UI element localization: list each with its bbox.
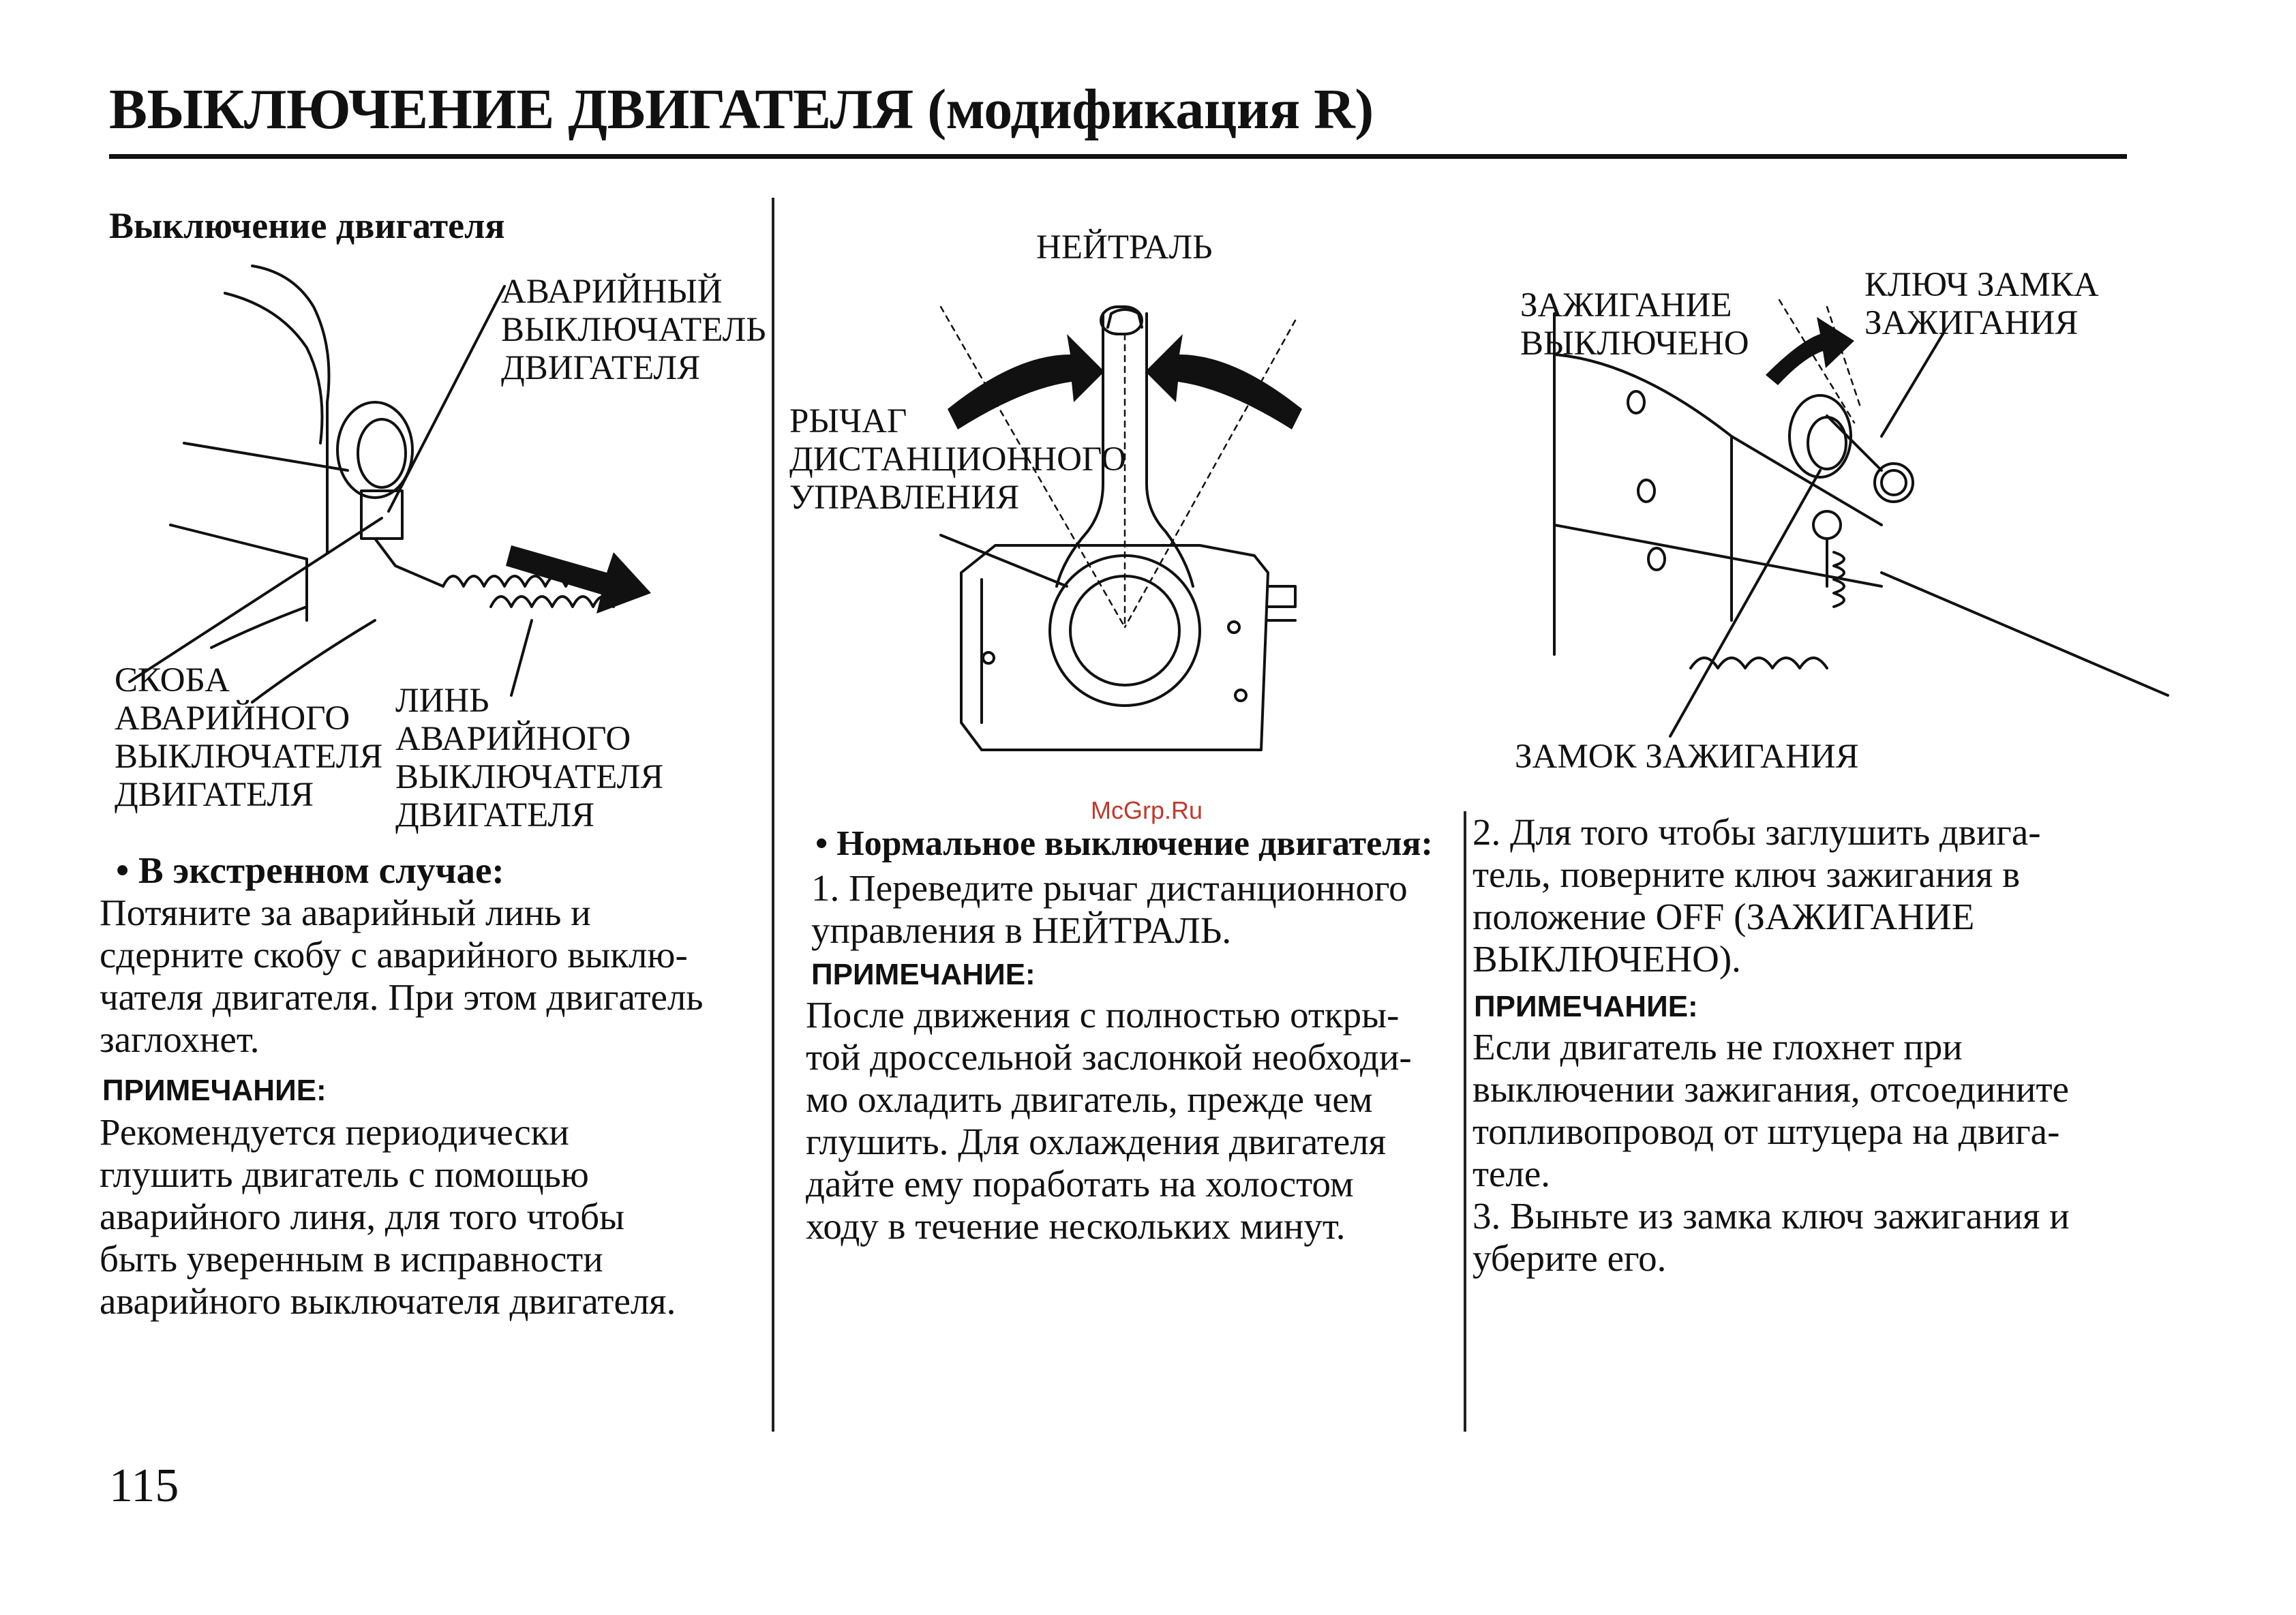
emergency-switch-illustration xyxy=(128,265,651,704)
title-rule xyxy=(109,154,2127,159)
label-remote-lever: РЫЧАГ ДИСТАНЦИОННОГО УПРАВЛЕНИЯ xyxy=(789,402,1126,517)
ignition-switch-illustration xyxy=(1553,299,2169,738)
step3-paragraph: 3. Выньте из замка ключ зажигания и убер… xyxy=(1472,1195,2070,1279)
remote-control-lever-illustration xyxy=(939,305,1302,751)
note-label: ПРИМЕЧАНИЕ: xyxy=(102,1074,327,1107)
normal-stop-bullet-heading: • Нормальное выключение двигателя: xyxy=(815,824,1433,863)
note-paragraph: Рекомендуется периодически глушить двига… xyxy=(100,1111,676,1322)
note-label-col3: ПРИМЕЧАНИЕ: xyxy=(1474,990,1698,1023)
note-paragraph-col3: Если двигатель не глохнет при выключении… xyxy=(1472,1026,2069,1194)
section-subheading: Выключение двигателя xyxy=(109,205,505,246)
note-paragraph-col2: После движения с полностью откры- той др… xyxy=(806,994,1412,1247)
page-title: ВЫКЛЮЧЕНИЕ ДВИГАТЕЛЯ (модификация R) xyxy=(109,78,1374,141)
note-label-col2: ПРИМЕЧАНИЕ: xyxy=(811,958,1036,991)
page-number: 115 xyxy=(109,1460,179,1512)
label-ignition-lock: ЗАМОК ЗАЖИГАНИЯ xyxy=(1515,738,1859,776)
emergency-paragraph: Потяните за аварийный линь и сдерните ск… xyxy=(100,892,704,1060)
step1-paragraph: 1. Переведите рычаг дистанционного управ… xyxy=(811,867,1408,951)
label-ignition-key: КЛЮЧ ЗАМКА ЗАЖИГАНИЯ xyxy=(1864,266,2099,342)
column-divider-2 xyxy=(1464,811,1466,1432)
label-ignition-off: ЗАЖИГАНИЕ ВЫКЛЮЧЕНО xyxy=(1520,286,1749,363)
label-lanyard: ЛИНЬ АВАРИЙНОГО ВЫКЛЮЧАТЕЛЯ ДВИГАТЕЛЯ xyxy=(395,682,664,834)
column-divider-1 xyxy=(772,198,774,1432)
watermark: McGrp.Ru xyxy=(1091,796,1203,824)
step2-paragraph: 2. Для того чтобы заглушить двига- тель,… xyxy=(1472,811,2041,980)
emergency-bullet-heading: • В экстренном случае: xyxy=(116,849,504,891)
label-switch-clip: СКОБА АВАРИЙНОГО ВЫКЛЮЧАТЕЛЯ ДВИГАТЕЛЯ xyxy=(115,661,383,814)
label-emergency-switch: АВАРИЙНЫЙ ВЫКЛЮЧАТЕЛЬ ДВИГАТЕЛЯ xyxy=(501,273,766,387)
label-neutral: НЕЙТРАЛЬ xyxy=(1036,228,1213,267)
